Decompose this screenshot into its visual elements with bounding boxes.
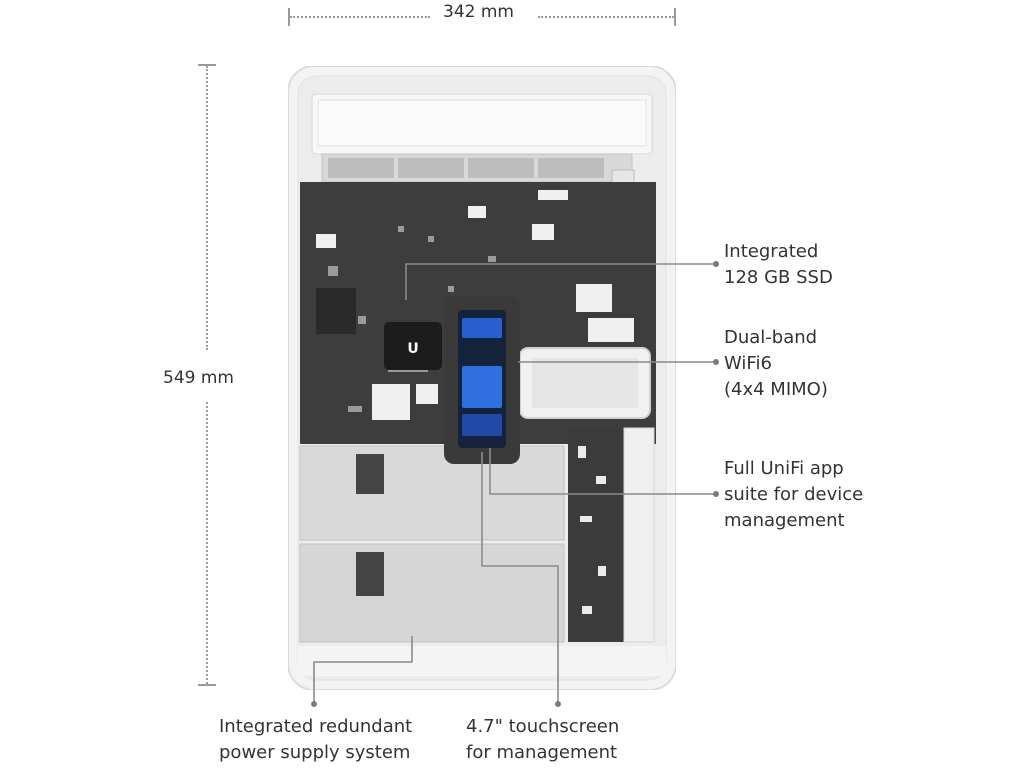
top-vent-inner (317, 99, 647, 147)
callout-wifi: Dual-band WiFi6 (4x4 MIMO) (724, 325, 828, 403)
psu-top-handle (356, 454, 384, 494)
ubiquiti-logo: U (407, 341, 418, 357)
screen-widget-bottom (462, 414, 502, 436)
height-label: 549 mm (163, 368, 234, 388)
callout-wifi-line-2: WiFi6 (724, 353, 772, 374)
callout-app: Full UniFi app suite for device manageme… (724, 456, 863, 534)
callout-ssd-line-2: 128 GB SSD (724, 267, 833, 288)
screen-widget-mid (462, 366, 502, 408)
width-label: 342 mm (443, 2, 514, 22)
width-line-right (538, 16, 674, 18)
width-tick-right (674, 8, 676, 26)
height-line-top (206, 66, 208, 350)
leader-ssd-dot (713, 261, 719, 267)
bottom-lip (298, 646, 666, 676)
side-panel (623, 427, 655, 643)
leader-app-dot (713, 491, 719, 497)
leader-wifi-dot (713, 359, 719, 365)
callout-touch-line-1: 4.7" touchscreen (466, 716, 620, 737)
psu-bottom-handle (356, 552, 384, 596)
width-dimension (288, 8, 676, 28)
height-dimension (198, 64, 220, 686)
callout-touch: 4.7" touchscreen for management (466, 714, 619, 766)
callout-psu: Integrated redundant power supply system (219, 714, 412, 766)
callout-app-line-3: management (724, 510, 845, 531)
leader-touch-dot (555, 701, 561, 707)
device-illustration: U (288, 66, 676, 690)
callout-psu-line-2: power supply system (219, 742, 411, 763)
callout-ssd: Integrated 128 GB SSD (724, 239, 833, 291)
height-line-bottom (206, 402, 208, 684)
callout-touch-line-2: for management (466, 742, 618, 763)
callout-app-line-1: Full UniFi app (724, 458, 844, 479)
screen-widget-top (462, 318, 502, 338)
wifi-module (316, 288, 356, 334)
logo-chip (384, 322, 442, 370)
callout-ssd-line-1: Integrated (724, 241, 819, 262)
callout-wifi-line-3: (4x4 MIMO) (724, 379, 828, 400)
ssd-bay (532, 358, 638, 408)
height-tick-top (198, 64, 216, 66)
callout-app-line-2: suite for device (724, 484, 864, 505)
callout-psu-line-1: Integrated redundant (219, 716, 413, 737)
psu-top (299, 445, 565, 541)
psu-bottom (299, 543, 565, 643)
width-tick-left (288, 8, 290, 26)
callout-wifi-line-1: Dual-band (724, 327, 818, 348)
height-tick-bottom (198, 684, 216, 686)
leader-psu-dot (311, 701, 317, 707)
ports (328, 158, 604, 178)
side-board (568, 428, 624, 642)
width-line-left (290, 16, 430, 18)
